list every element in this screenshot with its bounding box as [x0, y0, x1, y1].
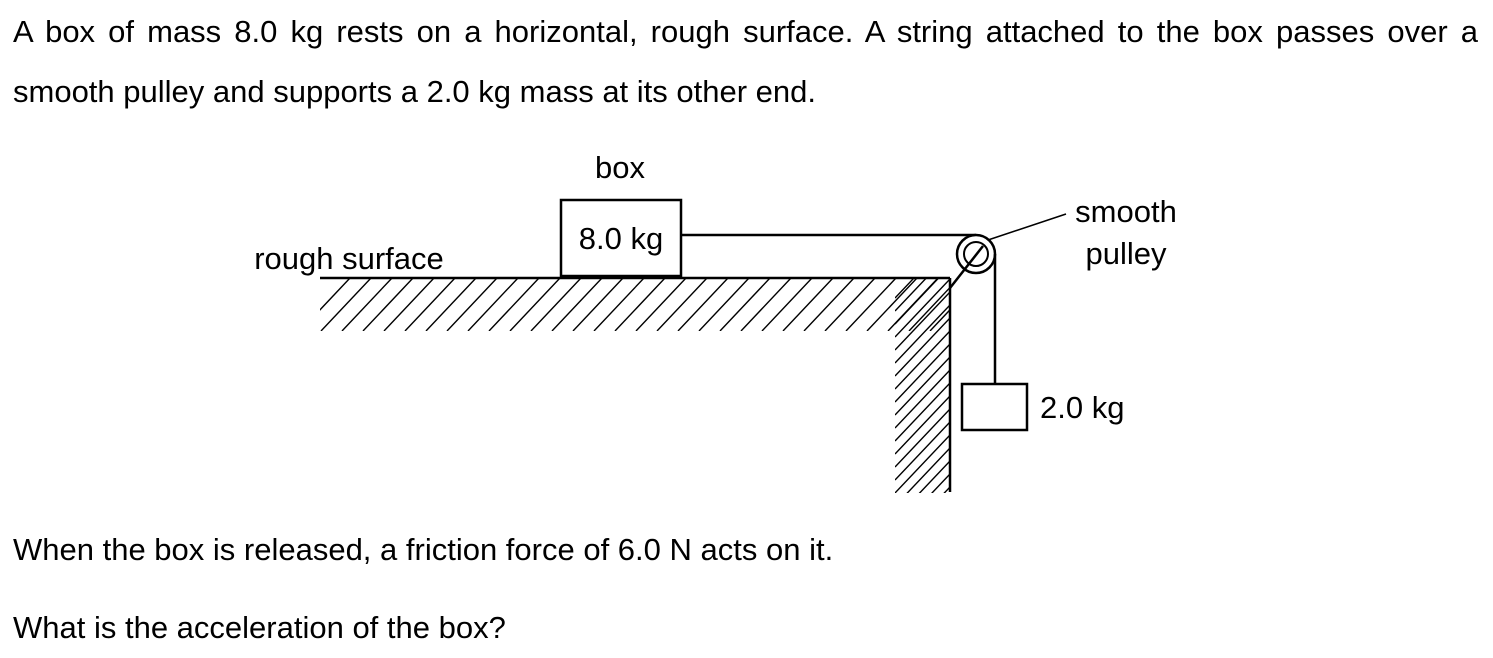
hatch-line [656, 278, 708, 331]
hatch-line [824, 278, 876, 331]
hatch-line [383, 278, 435, 331]
hatch-line [698, 278, 750, 331]
hanging-mass-2kg [960, 382, 1029, 432]
hatch-line [895, 330, 950, 390]
hatch-line [895, 395, 950, 455]
hatch-line [951, 278, 1001, 331]
hatch-line [931, 473, 950, 493]
pulley-bracket [949, 245, 984, 289]
hatch-line [761, 278, 813, 331]
hatch-line [895, 421, 950, 481]
hatch-line [895, 278, 928, 312]
hatch-line [895, 278, 940, 325]
hatch-line [895, 356, 950, 416]
hatch-line [866, 278, 918, 331]
question-intro: A box of mass 8.0 kg rests on a horizont… [13, 14, 1478, 109]
hatch-line [782, 278, 834, 331]
hatch-line [614, 278, 666, 331]
hatch-line [993, 278, 1043, 331]
surface-hatching [320, 278, 1043, 331]
hatch-line [895, 291, 950, 351]
hatch-line [906, 447, 950, 493]
hatch-line [908, 286, 950, 331]
hatch-line [551, 278, 603, 331]
hatch-line [572, 278, 624, 331]
hatch-line [918, 460, 950, 493]
hatch-line [635, 278, 687, 331]
hatch-line [341, 278, 393, 331]
hatch-line [593, 278, 645, 331]
wall-hatching [895, 278, 950, 510]
hatch-line [467, 278, 519, 331]
hatch-line [895, 278, 915, 299]
friction-statement: When the box is released, a friction for… [13, 532, 834, 567]
hatch-line [362, 278, 414, 331]
hatch-line [895, 317, 950, 377]
box-label: box [595, 150, 645, 185]
pulley-label-smooth: smooth [1075, 194, 1177, 229]
hatch-line [488, 278, 540, 331]
hatch-line [320, 278, 351, 311]
hatch-line [972, 278, 1022, 331]
box-mass-label: 8.0 kg [579, 221, 663, 256]
hatch-line [320, 278, 372, 331]
hatch-line [803, 278, 855, 331]
question-prompt: What is the acceleration of the box? [13, 610, 506, 645]
hatch-line [895, 500, 950, 510]
hatch-line [895, 434, 950, 493]
pulley-label-pulley: pulley [1086, 236, 1167, 271]
hatch-line [895, 382, 950, 442]
hatch-line [446, 278, 498, 331]
hatch-line [719, 278, 771, 331]
hatch-line [509, 278, 561, 331]
hatch-line [404, 278, 456, 331]
hatch-line [845, 278, 897, 331]
rough-surface-label: rough surface [254, 241, 444, 276]
box-8kg [559, 198, 683, 278]
hatch-line [895, 278, 950, 338]
hatch-line [530, 278, 582, 331]
hatch-line [425, 278, 477, 331]
hatch-line [895, 369, 950, 429]
hatch-line [677, 278, 729, 331]
pulley-inner [963, 241, 989, 267]
hatch-line [895, 408, 950, 468]
hatch-line [895, 304, 950, 364]
pulley-leader-line [987, 213, 1067, 241]
pulley-diagram: 8.0 kg box rough surface smooth pulley 2… [254, 150, 1177, 510]
hanging-mass-label: 2.0 kg [1040, 390, 1124, 425]
hatch-line [929, 308, 950, 331]
hatch-line [740, 278, 792, 331]
hatch-line [895, 343, 950, 403]
